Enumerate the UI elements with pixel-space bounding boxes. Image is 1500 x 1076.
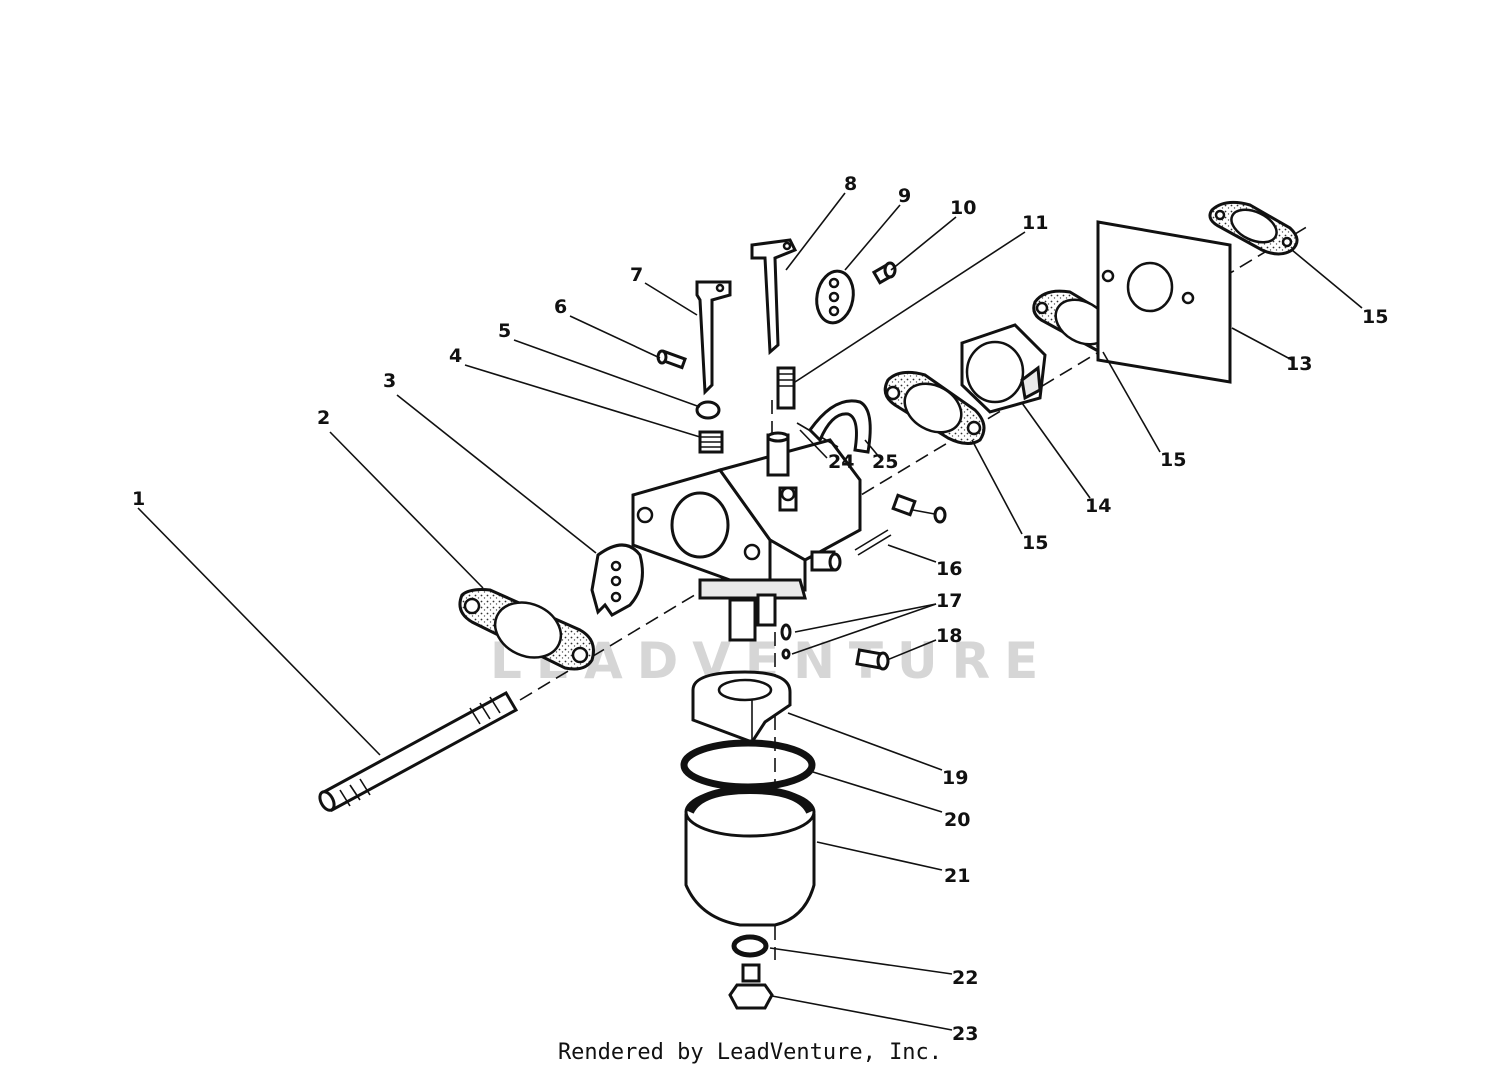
- callout-25: 25: [872, 451, 898, 473]
- callout-18: 18: [936, 625, 962, 647]
- callout-22: 22: [952, 967, 978, 989]
- callout-7: 7: [630, 264, 643, 286]
- callout-13: 13: [1286, 353, 1312, 375]
- leader-lines: [137, 192, 1363, 1031]
- part-19-float: [691, 670, 792, 744]
- callout-10: 10: [950, 197, 976, 219]
- callout-23: 23: [952, 1023, 978, 1045]
- part-16-screw: [854, 493, 947, 556]
- callout-17: 17: [936, 590, 962, 612]
- part-25-hose: [808, 399, 872, 454]
- part-13-plate: [1096, 220, 1232, 384]
- part-7-lever: [695, 280, 732, 396]
- part-15-gasket-a: [883, 370, 986, 445]
- part-17-oring-b: [781, 648, 791, 660]
- callout-15-top: 15: [1362, 306, 1388, 328]
- part-2-gasket: [458, 588, 595, 671]
- part-14-spacer: [960, 323, 1047, 414]
- part-17-oring-a: [780, 623, 792, 641]
- part-5-washer: [695, 400, 721, 420]
- callout-19: 19: [942, 767, 968, 789]
- callout-1: 1: [132, 488, 145, 510]
- callout-9: 9: [898, 185, 911, 207]
- part-11-fitting: [776, 366, 796, 410]
- callout-2: 2: [317, 407, 330, 429]
- part-23-bowl-nut: [728, 963, 774, 1010]
- carburetor-body: [631, 431, 862, 642]
- part-3-choke-plate: [590, 543, 644, 617]
- callout-labels: 1 2 3 4 5 6 7 8 9 10 11 13 14 15 15 15 1…: [132, 173, 1388, 1045]
- callout-6: 6: [554, 296, 567, 318]
- callout-3: 3: [383, 370, 396, 392]
- callout-15-lower: 15: [1022, 532, 1048, 554]
- part-20-bowl-gasket: [680, 739, 816, 791]
- part-21-float-bowl: [684, 785, 816, 927]
- callout-15-middle: 15: [1160, 449, 1186, 471]
- footer-credit: Rendered by LeadVenture, Inc.: [557, 1040, 943, 1065]
- callout-20: 20: [944, 809, 970, 831]
- part-8-lever: [750, 238, 798, 356]
- callout-14: 14: [1085, 495, 1111, 517]
- part-9-plate: [815, 269, 855, 325]
- callout-11: 11: [1022, 212, 1048, 234]
- callout-4: 4: [449, 345, 462, 367]
- callout-16: 16: [936, 558, 962, 580]
- part-10-screw: [871, 261, 897, 285]
- part-22-washer: [731, 934, 769, 958]
- callout-8: 8: [844, 173, 857, 195]
- part-6-screw: [656, 349, 687, 370]
- part-18-screw: [855, 648, 890, 671]
- callout-24: 24: [828, 451, 854, 473]
- callout-21: 21: [944, 865, 970, 887]
- part-1-stud: [318, 690, 519, 813]
- part-4-spring: [698, 430, 724, 454]
- callout-5: 5: [498, 320, 511, 342]
